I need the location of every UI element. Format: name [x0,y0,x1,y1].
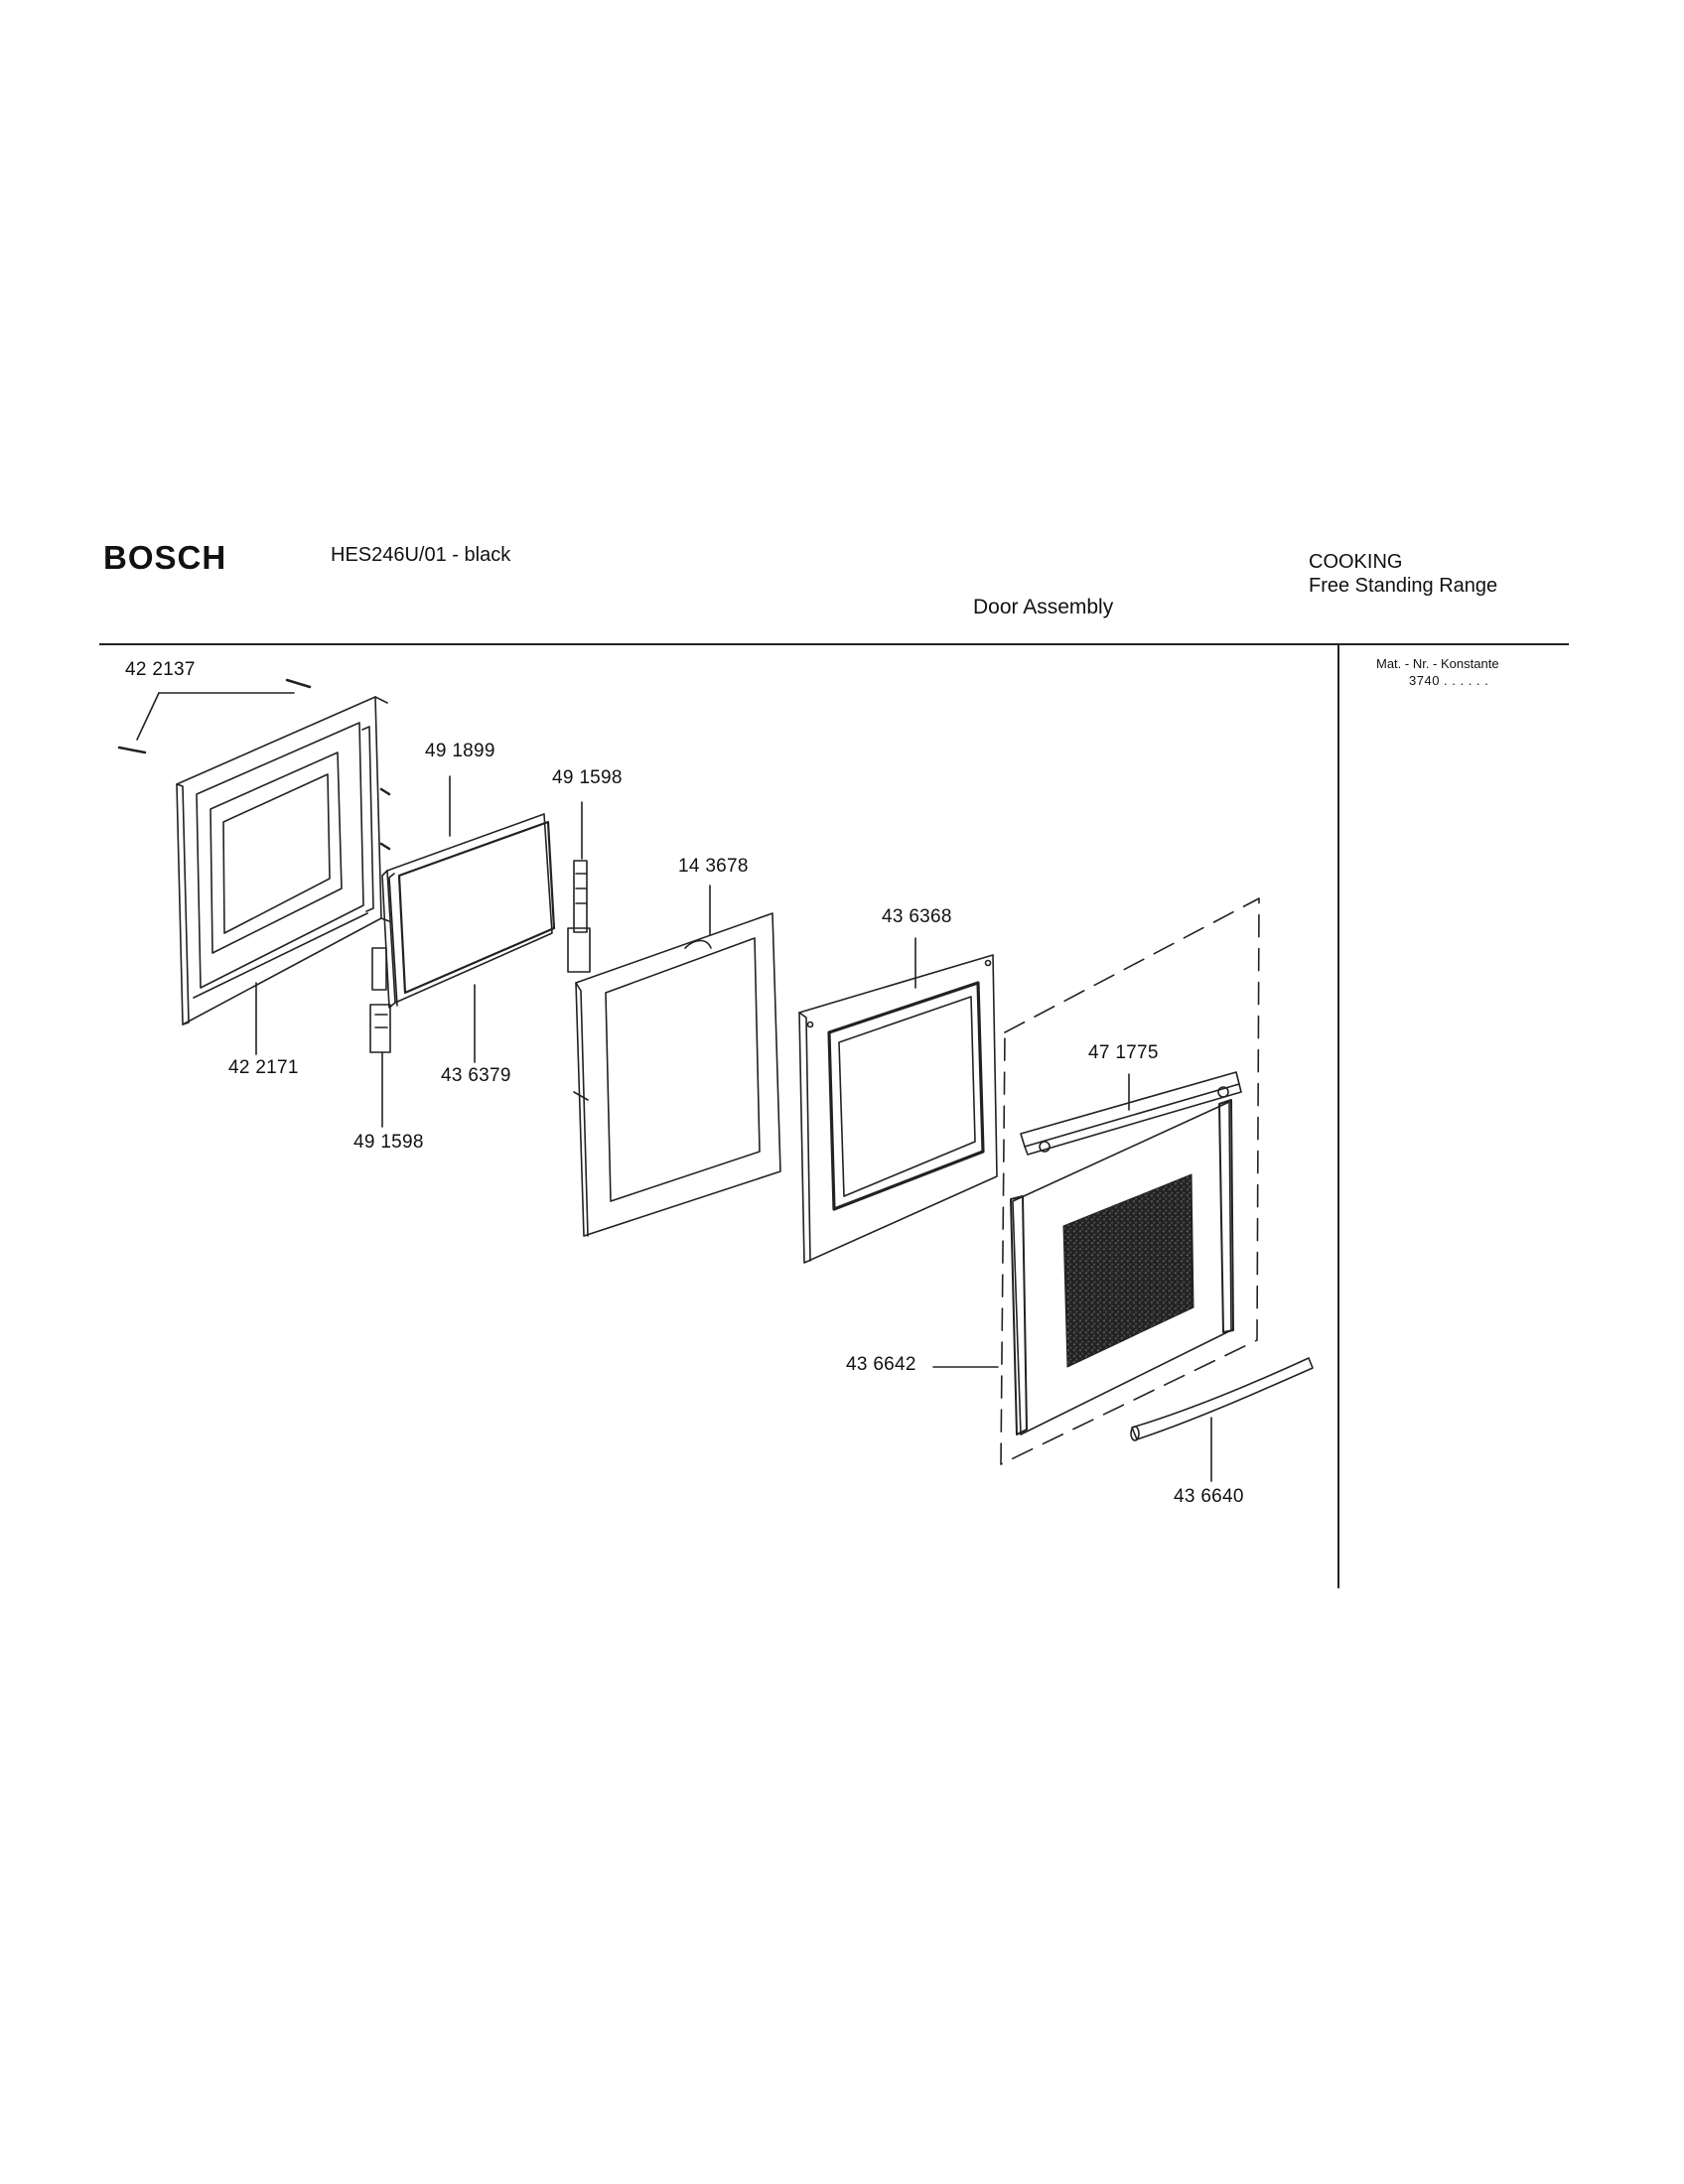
part-label: 49 1899 [425,741,495,761]
section-title: Door Assembly [973,596,1114,618]
part-label: 43 6642 [846,1354,916,1375]
outer-door-frame [176,696,391,1025]
outer-glass-panel [1010,1099,1234,1435]
top-trim-bar [1020,1071,1242,1156]
inner-door-frame [798,954,998,1264]
mat-nr-label: Mat. - Nr. - Konstante [1376,656,1499,671]
door-handle [1130,1357,1314,1441]
part-label: 47 1775 [1088,1042,1159,1063]
part-label: 49 1598 [353,1132,424,1153]
category-subtitle: Free Standing Range [1309,575,1498,597]
insulation-frame [573,912,781,1237]
part-label: 43 6379 [441,1065,511,1086]
category-title: COOKING [1309,551,1403,573]
glass-pane-assembly [381,813,556,1009]
hinge-lower [369,947,391,1053]
part-label: 14 3678 [678,856,749,877]
part-label: 49 1598 [552,767,623,788]
assembly-boundary-dashed [1000,897,1260,1465]
leader-42-2137 [136,692,295,741]
mat-nr-value: 3740 . . . . . . [1409,673,1489,688]
part-label: 42 2137 [125,659,196,680]
part-label: 42 2171 [228,1057,299,1078]
model-number: HES246U/01 - black [331,544,511,566]
brand-logo: BOSCH [103,539,227,576]
side-panel-divider [1337,645,1339,1588]
part-label: 43 6640 [1174,1486,1244,1507]
part-label: 43 6368 [882,906,952,927]
pin-part [117,678,312,754]
hinge-upper [567,860,591,973]
header-divider [99,643,1569,645]
